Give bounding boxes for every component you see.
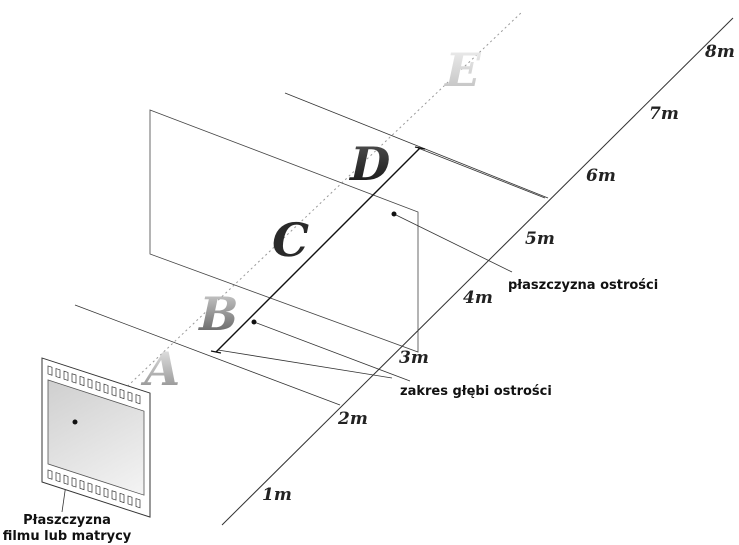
distance-label-3m: 3m [399, 348, 429, 368]
depth-of-field-leader [253, 321, 411, 382]
zone-letter-e: E [439, 42, 486, 96]
distance-label-5m: 5m [525, 229, 555, 249]
film-perforation [135, 394, 141, 405]
zone-letter-c: C [266, 212, 314, 266]
film-perforation [55, 368, 61, 379]
film-perforation [55, 472, 61, 483]
distance-label-6m: 6m [586, 166, 616, 186]
film-perforation [71, 477, 77, 488]
film-perforation [111, 386, 117, 397]
zone-letter-a: A [138, 341, 187, 395]
distance-label-2m: 2m [337, 409, 368, 429]
film-perforation [95, 485, 101, 496]
film-perforation [63, 370, 69, 381]
focus-plane-leader [393, 213, 513, 273]
film-strip-icon [41, 357, 151, 518]
film-perforation [47, 365, 53, 376]
film-perforation [127, 391, 133, 402]
film-perforation [47, 469, 53, 480]
film-perforation [95, 381, 101, 392]
distance-label-1m: 1m [262, 485, 292, 505]
film-perforation [79, 375, 85, 387]
film-perforation [87, 482, 93, 493]
film-perforation [135, 498, 141, 509]
film-perforation [71, 373, 77, 384]
optical-axis [54, 11, 523, 456]
focus-plane-dot [391, 211, 397, 217]
film-perforation [103, 383, 109, 394]
film-perforation [119, 492, 125, 504]
bracket-cap-far [414, 146, 426, 150]
focus-plane-outline [149, 109, 419, 353]
film-perforation [63, 474, 69, 485]
depth-of-field-bracket [215, 147, 421, 353]
depth-of-field-dot [251, 319, 257, 325]
zone-letter-b: B [194, 286, 244, 340]
film-perforation [119, 388, 125, 400]
distance-axis [221, 17, 734, 526]
film-perforation [87, 378, 93, 389]
far-plane-line [284, 92, 549, 199]
zone-letter-d: D [344, 136, 395, 190]
near-plane-line [74, 304, 341, 406]
film-perforation [127, 495, 133, 506]
focus-plane-label: płaszczyzna ostrości [508, 278, 658, 293]
film-plane-dot [72, 419, 78, 425]
distance-label-7m: 7m [649, 104, 679, 124]
film-perforation [103, 487, 109, 498]
film-plane-label-line1: Płaszczyzna [23, 513, 111, 528]
distance-label-4m: 4m [463, 288, 493, 308]
depth-range-near-line [217, 349, 393, 379]
film-plane-label-line2: filmu lub matrycy [3, 529, 132, 544]
depth-range-far-line [417, 147, 546, 199]
film-perforation [79, 479, 85, 491]
film-perforation [111, 490, 117, 501]
distance-label-8m: 8m [704, 42, 735, 62]
depth-of-field-label: zakres głębi ostrości [400, 384, 552, 399]
bracket-cap-near [210, 350, 222, 354]
